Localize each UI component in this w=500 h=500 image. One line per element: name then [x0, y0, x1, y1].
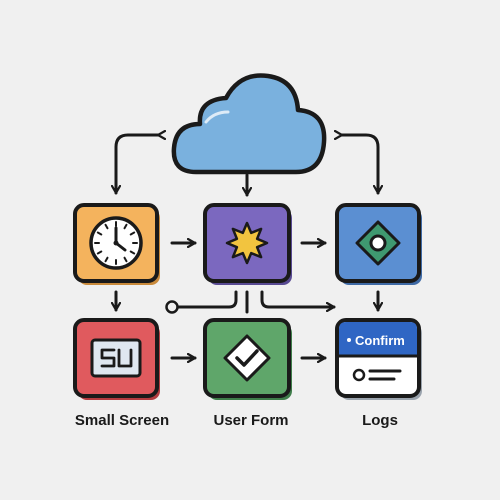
diamond-target-icon — [355, 220, 401, 266]
star-tile — [203, 203, 292, 285]
confirm-dialog-icon: Confirm — [339, 322, 417, 382]
branch-star-left — [176, 290, 238, 309]
confirm-dialog-title: Confirm — [355, 333, 405, 348]
arrow-cloud-clock — [116, 135, 158, 195]
star-burst-icon — [225, 221, 269, 265]
junction-node — [165, 300, 179, 314]
connectors — [116, 135, 378, 358]
small-screen-tile — [73, 318, 160, 400]
checkmark-diamond-icon — [223, 334, 271, 382]
cloud-icon — [171, 73, 327, 175]
user-form-label: User Form — [213, 412, 289, 429]
arrow-star-logs — [260, 290, 336, 307]
user-form-tile — [203, 318, 292, 400]
logs-label: Logs — [362, 412, 398, 429]
clock-tile — [73, 203, 160, 285]
arrow-cloud-diamond — [342, 135, 378, 195]
small-screen-icon — [90, 338, 142, 378]
clock-icon — [89, 216, 143, 270]
logs-tile: Confirm — [335, 318, 422, 400]
diamond-tile — [335, 203, 422, 285]
small-screen-label: Small Screen — [74, 412, 170, 429]
